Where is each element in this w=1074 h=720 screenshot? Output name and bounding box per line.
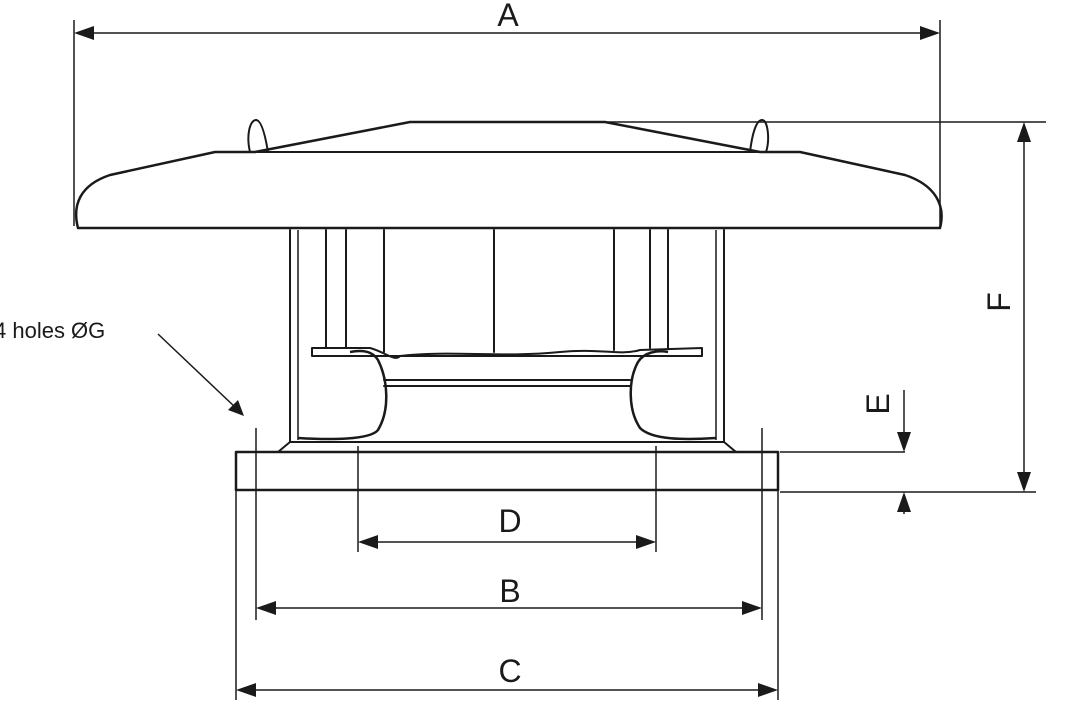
dimension-d: D xyxy=(358,503,656,549)
lifting-lug-right xyxy=(749,119,770,153)
dimension-b-label: B xyxy=(499,573,520,609)
dimension-a-label: A xyxy=(497,0,519,33)
extension-lines xyxy=(73,20,1046,700)
dimension-f-label: F xyxy=(981,292,1017,312)
dimension-c-label: C xyxy=(498,653,521,689)
holes-annotation: 4 holes ØG xyxy=(0,318,105,343)
lifting-lug-left xyxy=(247,119,269,153)
roof-cowl xyxy=(74,119,943,230)
dimension-f: F xyxy=(981,122,1031,492)
holes-callout: 4 holes ØG xyxy=(0,318,244,416)
base-flange xyxy=(234,441,780,492)
dimension-c: C xyxy=(236,653,778,697)
dimension-d-label: D xyxy=(498,503,521,539)
dimension-a: A xyxy=(74,0,940,40)
dimension-e-label: E xyxy=(860,393,896,414)
dimension-e: E xyxy=(860,390,911,514)
fan-body xyxy=(289,229,725,443)
dimension-b: B xyxy=(256,573,762,615)
